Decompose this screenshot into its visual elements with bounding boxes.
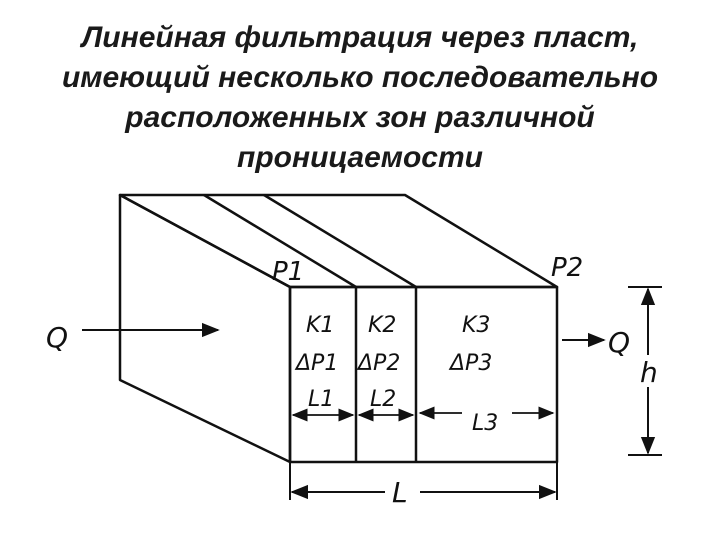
total-length-label: L (392, 476, 408, 509)
zone-1-permeability: K1 (306, 313, 334, 338)
title-line-1: Линейная фильтрация через пласт, (81, 21, 639, 54)
title-line-2: имеющий несколько последовательно (61, 61, 659, 94)
zone-boundaries (203, 193, 418, 462)
zone-2-permeability: K2 (368, 313, 396, 338)
outflow-label: Q (608, 326, 630, 359)
zone-1-2-divider-top (203, 193, 357, 289)
zone-1-length: L1 (308, 387, 334, 412)
inflow-label: Q (46, 321, 68, 354)
total-length-dimension (289, 462, 558, 500)
zone-2-length: L2 (370, 387, 396, 412)
zone-3-length: L3 (472, 411, 498, 436)
height-label: h (640, 356, 658, 389)
zone-3-pressure-drop: ΔP3 (448, 351, 492, 376)
zone-length-dimensions (291, 406, 555, 422)
slide-title: Линейная фильтрация через пласт, имеющий… (0, 18, 720, 178)
title-line-4: проницаемости (237, 141, 483, 174)
left-face (118, 193, 292, 464)
inlet-pressure-label: P1 (272, 257, 304, 287)
outlet-pressure-label: P2 (551, 253, 583, 283)
zone-1-pressure-drop: ΔP1 (294, 351, 338, 376)
title-line-3: расположенных зон различной (125, 101, 595, 134)
zone-3-permeability: K3 (462, 313, 490, 338)
zone-2-pressure-drop: ΔP2 (356, 351, 400, 376)
zone-2-3-divider-top (263, 193, 417, 289)
